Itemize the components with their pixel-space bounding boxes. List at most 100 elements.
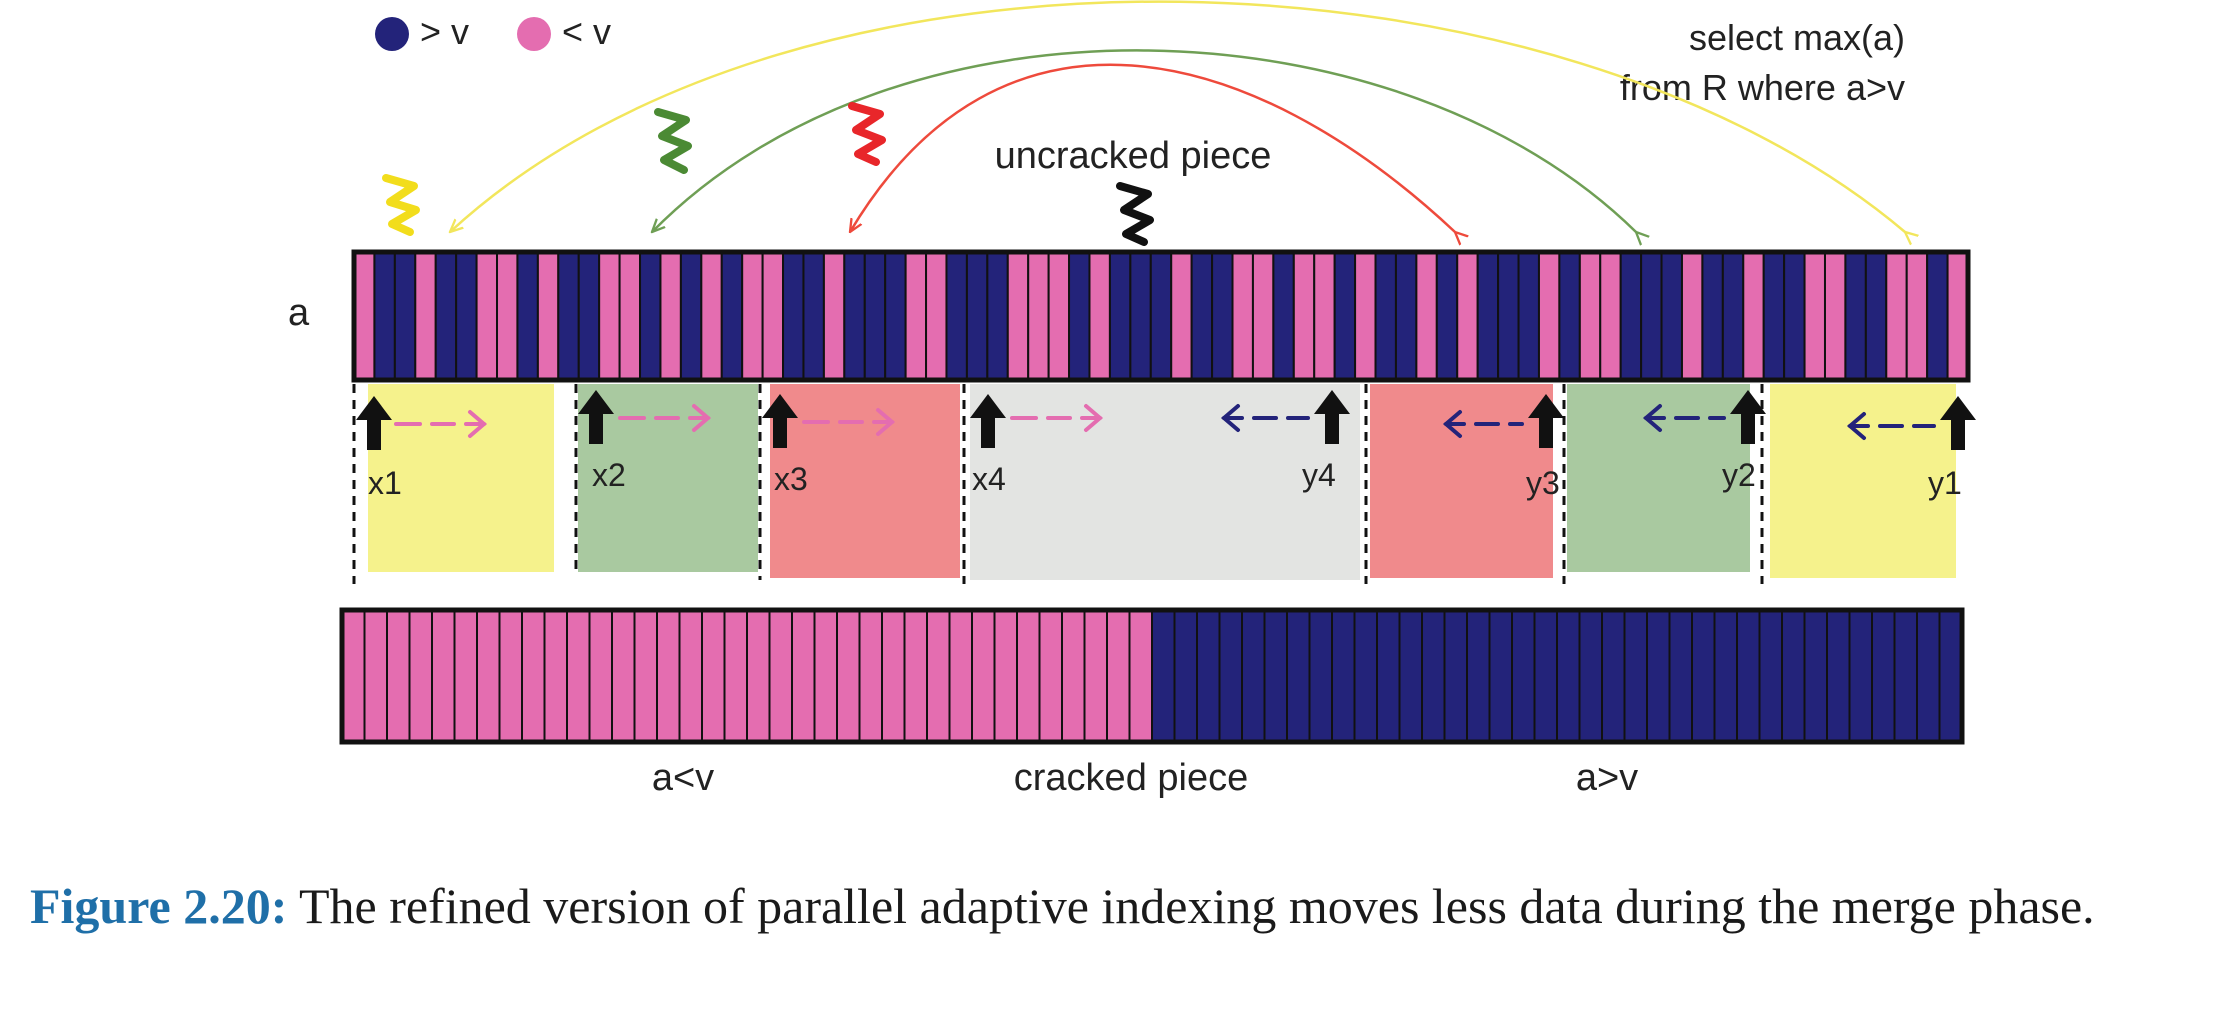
top-array-cell	[945, 251, 968, 381]
bottom-array-cell	[1511, 609, 1536, 743]
bottom-array-cell	[1488, 609, 1513, 743]
top-array-cell	[1783, 251, 1806, 381]
top-array-cell	[1027, 251, 1050, 381]
top-array-cell	[1292, 251, 1316, 381]
bottom-array-cell	[498, 609, 523, 743]
top-array-cell	[802, 251, 825, 381]
direction-arrows	[394, 404, 1936, 440]
top-array-cell	[884, 251, 907, 381]
bottom-array-frame	[339, 607, 1965, 745]
top-array-cell	[904, 251, 928, 381]
top-array-cell	[1476, 251, 1500, 381]
bottom-array-cell	[1038, 609, 1063, 743]
bottom-array-cell	[656, 609, 681, 743]
bottom-array-cell	[881, 609, 906, 743]
bottom-array-cell	[903, 609, 928, 743]
top-array-cell	[1068, 251, 1091, 381]
top-array-cell	[1251, 251, 1275, 381]
bottom-array-cell	[453, 609, 478, 743]
bottom-array-cell	[341, 609, 366, 743]
top-array-cell	[1537, 251, 1561, 381]
bottom-array-cell	[1083, 609, 1108, 743]
bottom-array-cell	[1443, 609, 1468, 743]
top-array-cell	[1721, 251, 1745, 381]
direction-y4-left	[1220, 404, 1310, 432]
top-array-cell	[475, 251, 499, 381]
squiggle-green-icon	[654, 108, 692, 174]
top-array-cell	[1047, 251, 1071, 381]
bottom-array-cell	[1623, 609, 1648, 743]
top-array-cell	[1354, 251, 1377, 381]
query-line-1: select max(a)	[1689, 17, 1905, 58]
bottom-array-cell	[926, 609, 951, 743]
top-array-cell	[1885, 251, 1908, 381]
bottom-array-cell	[1421, 609, 1446, 743]
bottom-array-cell	[1713, 609, 1738, 743]
legend-dot-less	[517, 17, 551, 51]
bottom-array-cell	[858, 609, 883, 743]
pointer-y1-arrow-icon	[1940, 396, 1976, 450]
top-array-cell	[1517, 251, 1540, 381]
top-array-cell	[393, 251, 417, 381]
pointer-label-x2: x2	[592, 457, 626, 493]
bottom-array-cell	[1173, 609, 1198, 743]
top-array-cell	[1394, 251, 1418, 381]
top-array-cell	[1149, 251, 1173, 381]
top-array-cell	[986, 251, 1009, 381]
pointer-y3-arrow-icon	[1528, 394, 1564, 448]
bottom-array-cell	[1578, 609, 1603, 743]
top-array-cell	[1170, 251, 1193, 381]
legend-label-greater: > v	[420, 11, 469, 52]
uncracked-piece-label: uncracked piece	[995, 135, 1272, 177]
top-array-cell	[1619, 251, 1643, 381]
bottom-array-cell	[1016, 609, 1041, 743]
pointer-label-y2: y2	[1722, 457, 1756, 493]
bottom-array-cell	[1871, 609, 1896, 743]
array-label: a	[288, 292, 310, 334]
top-array-cell	[516, 251, 539, 381]
legend-dot-greater	[375, 17, 409, 51]
bottom-array-cell	[1646, 609, 1671, 743]
top-array-cell	[1129, 251, 1152, 381]
top-array-cell	[822, 251, 846, 381]
squiggle-red-icon	[848, 102, 886, 166]
pointer-x2-arrow-icon	[578, 390, 614, 444]
bottom-array-cell	[431, 609, 456, 743]
top-array-cell	[925, 251, 948, 381]
bottom-array-cell	[521, 609, 546, 743]
top-array-cell	[1844, 251, 1867, 381]
top-array-cell	[618, 251, 642, 381]
top-array-cell	[965, 251, 989, 381]
top-array-cell	[1701, 251, 1724, 381]
dashed-separators	[352, 384, 1764, 584]
bottom-array-cell	[1241, 609, 1266, 743]
pointer-label-y3: y3	[1526, 465, 1560, 501]
bottom-array-cell	[543, 609, 568, 743]
bottom-array-cell	[476, 609, 501, 743]
bottom-array-cell	[363, 609, 388, 743]
bottom-array-cell	[1151, 609, 1176, 743]
direction-x2-right	[618, 404, 712, 432]
pointer-x3-arrow-icon	[762, 394, 798, 448]
pointer-y4-arrow-icon	[1314, 390, 1350, 444]
top-array-cell	[1926, 251, 1949, 381]
top-array-cell	[639, 251, 662, 381]
pointer-label-x1: x1	[368, 465, 402, 501]
bottom-array-cell	[1848, 609, 1873, 743]
top-array-cell	[1803, 251, 1826, 381]
top-array-cell	[1578, 251, 1602, 381]
top-array-cell	[1864, 251, 1888, 381]
top-array-cell	[843, 251, 866, 381]
top-array-cell	[1946, 251, 1969, 381]
direction-y1-left	[1846, 412, 1936, 440]
direction-x1-right	[394, 410, 488, 438]
bottom-array-cell	[1938, 609, 1963, 743]
bottom-array-cell	[1758, 609, 1783, 743]
figure-caption: Figure 2.20: The refined version of para…	[30, 870, 2210, 942]
direction-x3-right	[802, 408, 896, 436]
top-array-cell	[1415, 251, 1438, 381]
bottom-array-cell	[723, 609, 748, 743]
top-array-cell	[863, 251, 887, 381]
top-array-cell	[659, 251, 682, 381]
top-array-cell	[720, 251, 744, 381]
